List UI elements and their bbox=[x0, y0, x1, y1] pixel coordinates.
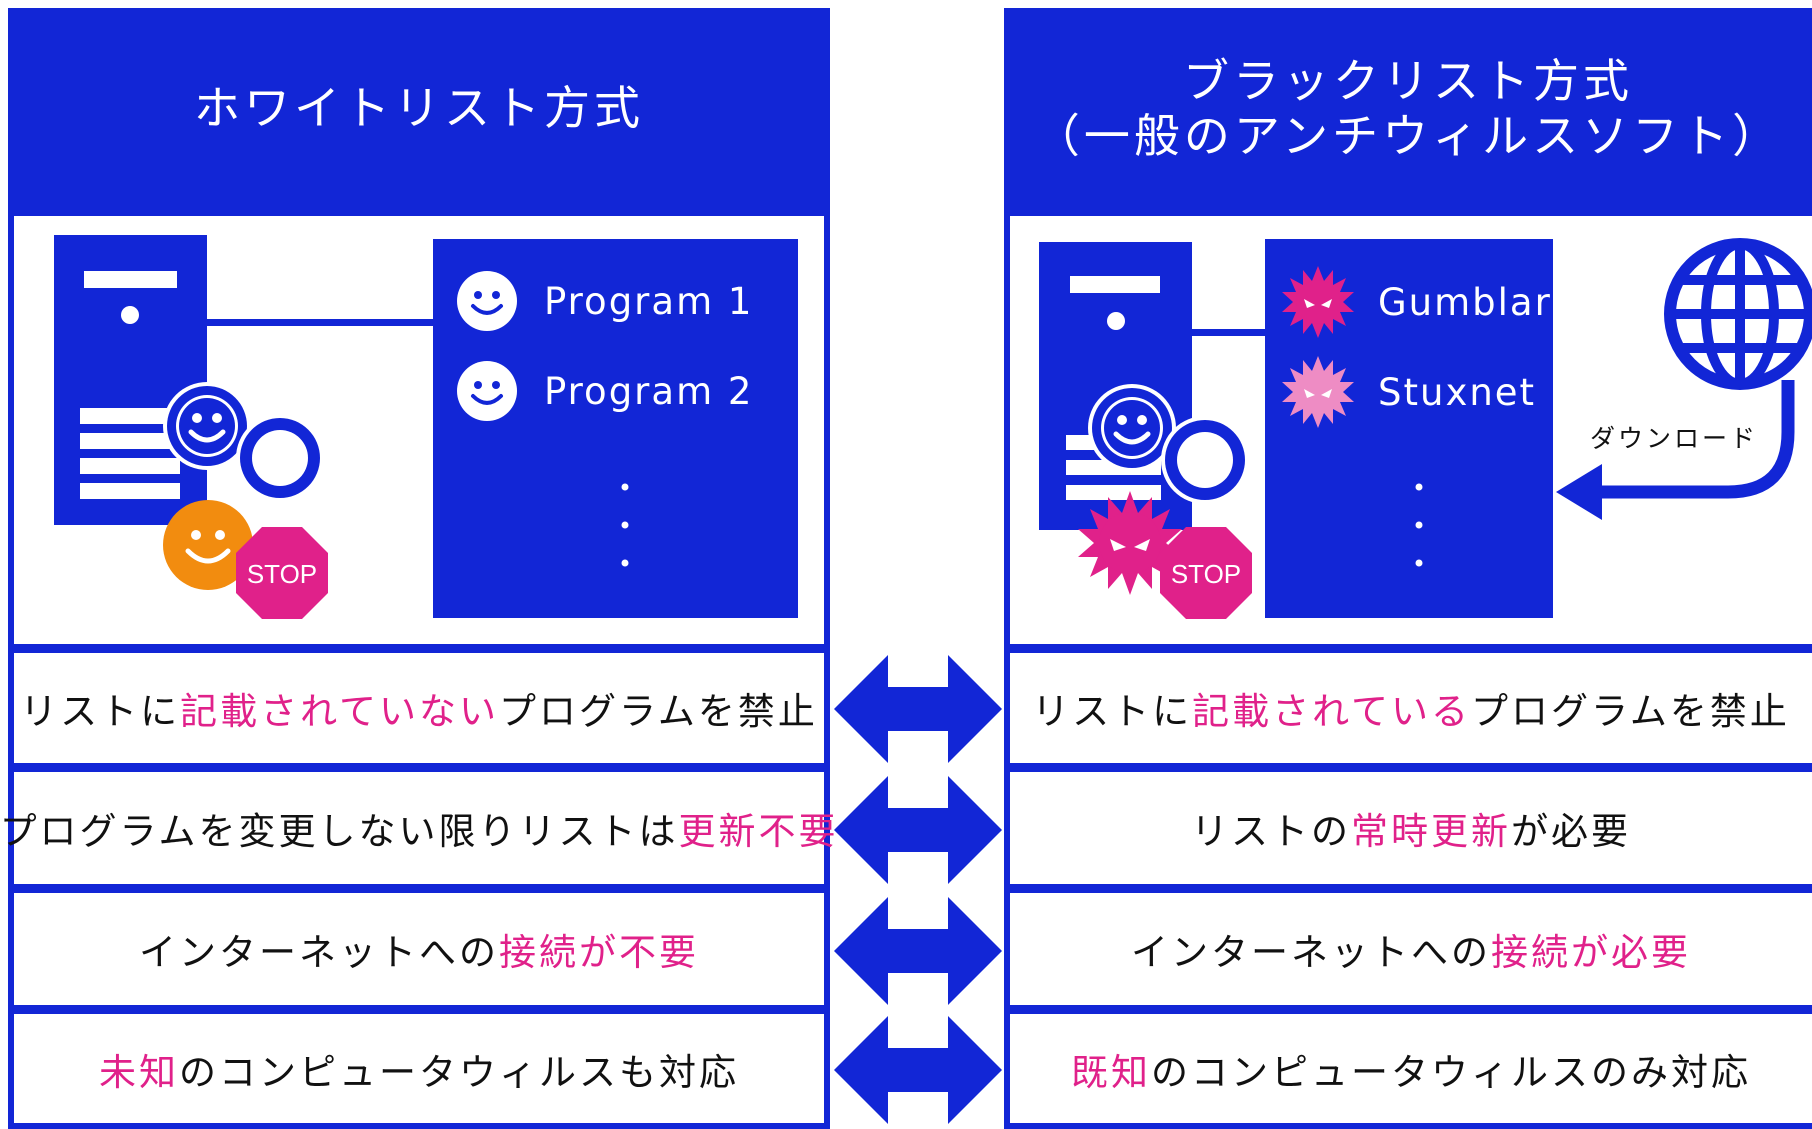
row-highlight: 記載されている bbox=[1192, 690, 1471, 733]
server-icon bbox=[54, 235, 207, 525]
download-arrow-icon bbox=[1556, 380, 1795, 520]
row-highlight: 接続が必要 bbox=[1491, 931, 1691, 974]
whitelist-title: ホワイトリスト方式 bbox=[194, 81, 644, 136]
row-text: インターネットへの bbox=[1131, 931, 1491, 974]
smiley-icon bbox=[457, 271, 517, 331]
row-text: プログラムを禁止 bbox=[1471, 690, 1790, 733]
globe-icon bbox=[1664, 238, 1812, 390]
malware-name: Gumblar bbox=[1378, 280, 1552, 324]
row-highlight: 既知 bbox=[1071, 1050, 1151, 1094]
ellipsis-icon bbox=[621, 483, 629, 567]
stop-label: STOP bbox=[1171, 559, 1241, 589]
blacklist-row: リストに記載されているプログラムを禁止 bbox=[1004, 647, 1812, 769]
row-text: のコンピュータウィルスも対応 bbox=[179, 1050, 739, 1094]
program-item: Program 1 bbox=[456, 270, 753, 332]
double-arrow-icon bbox=[834, 655, 1002, 763]
double-arrow-icon bbox=[834, 776, 1002, 884]
blacklist-subtitle: （一般のアンチウィルスソフト） bbox=[1033, 109, 1783, 163]
smiley-icon bbox=[457, 361, 517, 421]
row-text: のコンピュータウィルスのみ対応 bbox=[1151, 1050, 1751, 1094]
row-text: リストに bbox=[1032, 690, 1193, 733]
whitelist-row: プログラムを変更しない限りリストは更新不要 bbox=[0, 766, 835, 890]
row-text: インターネットへの bbox=[139, 931, 499, 974]
program-item: Program 2 bbox=[456, 360, 753, 422]
row-text: リストの bbox=[1191, 810, 1351, 853]
malware-name: Stuxnet bbox=[1378, 370, 1537, 414]
smiley-magnifier-icon bbox=[1088, 384, 1249, 504]
row-highlight: 更新不要 bbox=[678, 810, 839, 853]
row-highlight: 記載されていない bbox=[180, 690, 499, 733]
row-highlight: 常時更新 bbox=[1351, 810, 1511, 853]
ellipsis-icon bbox=[1415, 483, 1423, 567]
double-arrow-icon bbox=[834, 1016, 1002, 1124]
blacklist-title: ブラックリスト方式 bbox=[1183, 53, 1633, 108]
virus-icon bbox=[1282, 356, 1354, 428]
smiley-magnifier-icon bbox=[163, 382, 324, 502]
whitelist-row: 未知のコンピュータウィルスも対応 bbox=[8, 1008, 830, 1129]
virus-icon bbox=[1078, 491, 1182, 595]
blacklist-row: 既知のコンピュータウィルスのみ対応 bbox=[1004, 1008, 1812, 1129]
row-highlight: 接続が不要 bbox=[499, 931, 699, 974]
program-name: Program 1 bbox=[544, 279, 754, 323]
blacklist-row: リストの常時更新が必要 bbox=[1004, 766, 1812, 890]
row-text: が必要 bbox=[1511, 810, 1631, 853]
whitelist-row: インターネットへの接続が不要 bbox=[8, 887, 830, 1011]
blacklist-header: ブラックリスト方式 （一般のアンチウィルスソフト） bbox=[1004, 8, 1812, 210]
download-label: ダウンロード bbox=[1590, 424, 1759, 453]
stop-sign-icon: STOP bbox=[236, 527, 328, 619]
connector-line bbox=[1192, 329, 1268, 336]
orange-smiley-icon bbox=[163, 500, 253, 590]
connector-line bbox=[205, 319, 435, 326]
program-name: Program 2 bbox=[544, 369, 754, 413]
stop-label: STOP bbox=[247, 559, 317, 589]
stop-sign-icon: STOP bbox=[1160, 527, 1252, 619]
row-text: プログラムを変更しない限りリストは bbox=[0, 810, 679, 853]
double-arrow-icon bbox=[834, 897, 1002, 1005]
program-item: Stuxnet bbox=[1280, 356, 1536, 428]
blacklist-row: インターネットへの接続が必要 bbox=[1004, 887, 1812, 1011]
whitelist-header: ホワイトリスト方式 bbox=[8, 8, 830, 210]
program-item: Gumblar bbox=[1280, 266, 1552, 338]
row-highlight: 未知 bbox=[99, 1050, 179, 1094]
row-text: リストに bbox=[20, 690, 181, 733]
whitelist-row: リストに記載されていないプログラムを禁止 bbox=[8, 647, 830, 769]
row-text: プログラムを禁止 bbox=[499, 690, 818, 733]
virus-icon bbox=[1282, 266, 1354, 338]
